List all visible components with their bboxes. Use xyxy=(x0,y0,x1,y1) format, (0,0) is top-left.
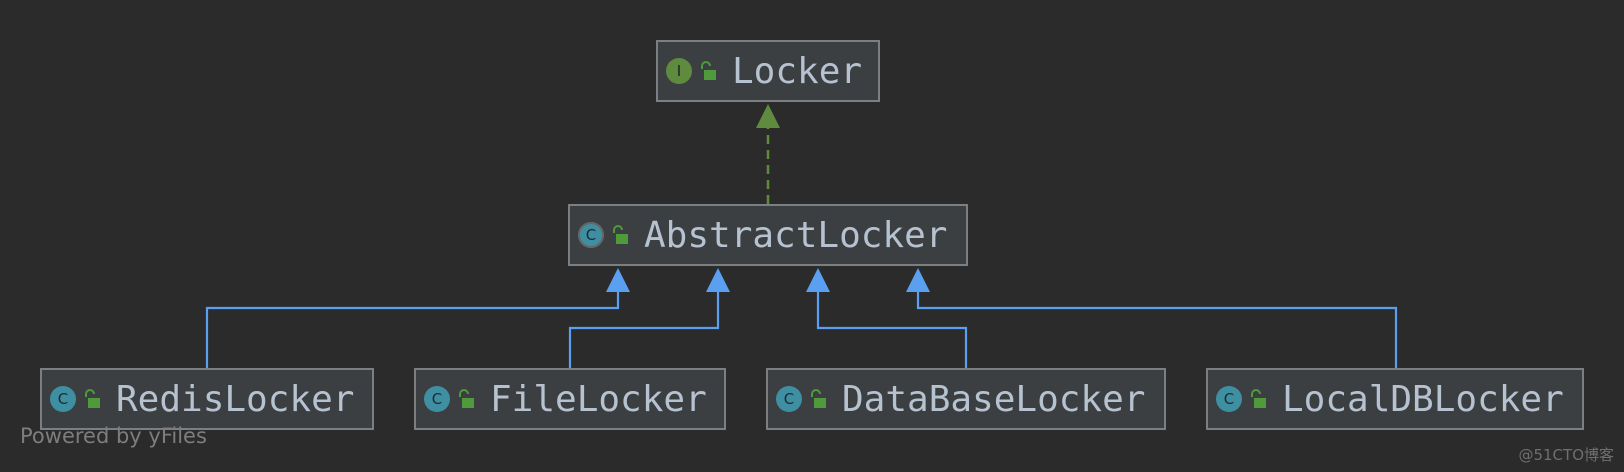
node-label: DataBaseLocker xyxy=(842,378,1146,420)
public-lock-icon xyxy=(1251,389,1266,408)
arrowhead-database xyxy=(806,268,830,292)
arrowhead-locker xyxy=(756,104,780,128)
class-badge-icon: C xyxy=(50,386,76,412)
node-file-locker[interactable]: C FileLocker xyxy=(414,368,726,430)
public-lock-icon xyxy=(701,61,716,80)
class-badge-icon: C xyxy=(776,386,802,412)
edge-database-extends xyxy=(816,292,968,368)
node-localdb-locker[interactable]: C LocalDBLocker xyxy=(1206,368,1584,430)
arrowhead-redis xyxy=(606,268,630,292)
node-redis-locker[interactable]: C RedisLocker xyxy=(40,368,374,430)
class-badge-icon: C xyxy=(1216,386,1242,412)
edge-localdb-extends xyxy=(916,292,1398,368)
public-lock-icon xyxy=(85,389,100,408)
edge-file-extends xyxy=(568,292,720,368)
public-lock-icon xyxy=(613,225,628,244)
node-label: Locker xyxy=(732,50,863,92)
class-badge-icon: C xyxy=(424,386,450,412)
watermark: @51CTO博客 xyxy=(1518,446,1614,464)
node-locker[interactable]: I Locker xyxy=(656,40,880,102)
arrowhead-file xyxy=(706,268,730,292)
node-abstract-locker[interactable]: C AbstractLocker xyxy=(568,204,968,266)
interface-badge-icon: I xyxy=(666,58,692,84)
powered-by-footer: Powered by yFiles xyxy=(20,424,207,448)
arrowhead-localdb xyxy=(906,268,930,292)
node-label: LocalDBLocker xyxy=(1282,378,1564,420)
node-label: AbstractLocker xyxy=(644,214,948,256)
public-lock-icon xyxy=(459,389,474,408)
abstract-class-badge-icon: C xyxy=(578,222,604,248)
edge-redis-extends xyxy=(205,292,620,368)
public-lock-icon xyxy=(811,389,826,408)
node-label: FileLocker xyxy=(490,378,707,420)
node-label: RedisLocker xyxy=(116,378,355,420)
node-database-locker[interactable]: C DataBaseLocker xyxy=(766,368,1166,430)
